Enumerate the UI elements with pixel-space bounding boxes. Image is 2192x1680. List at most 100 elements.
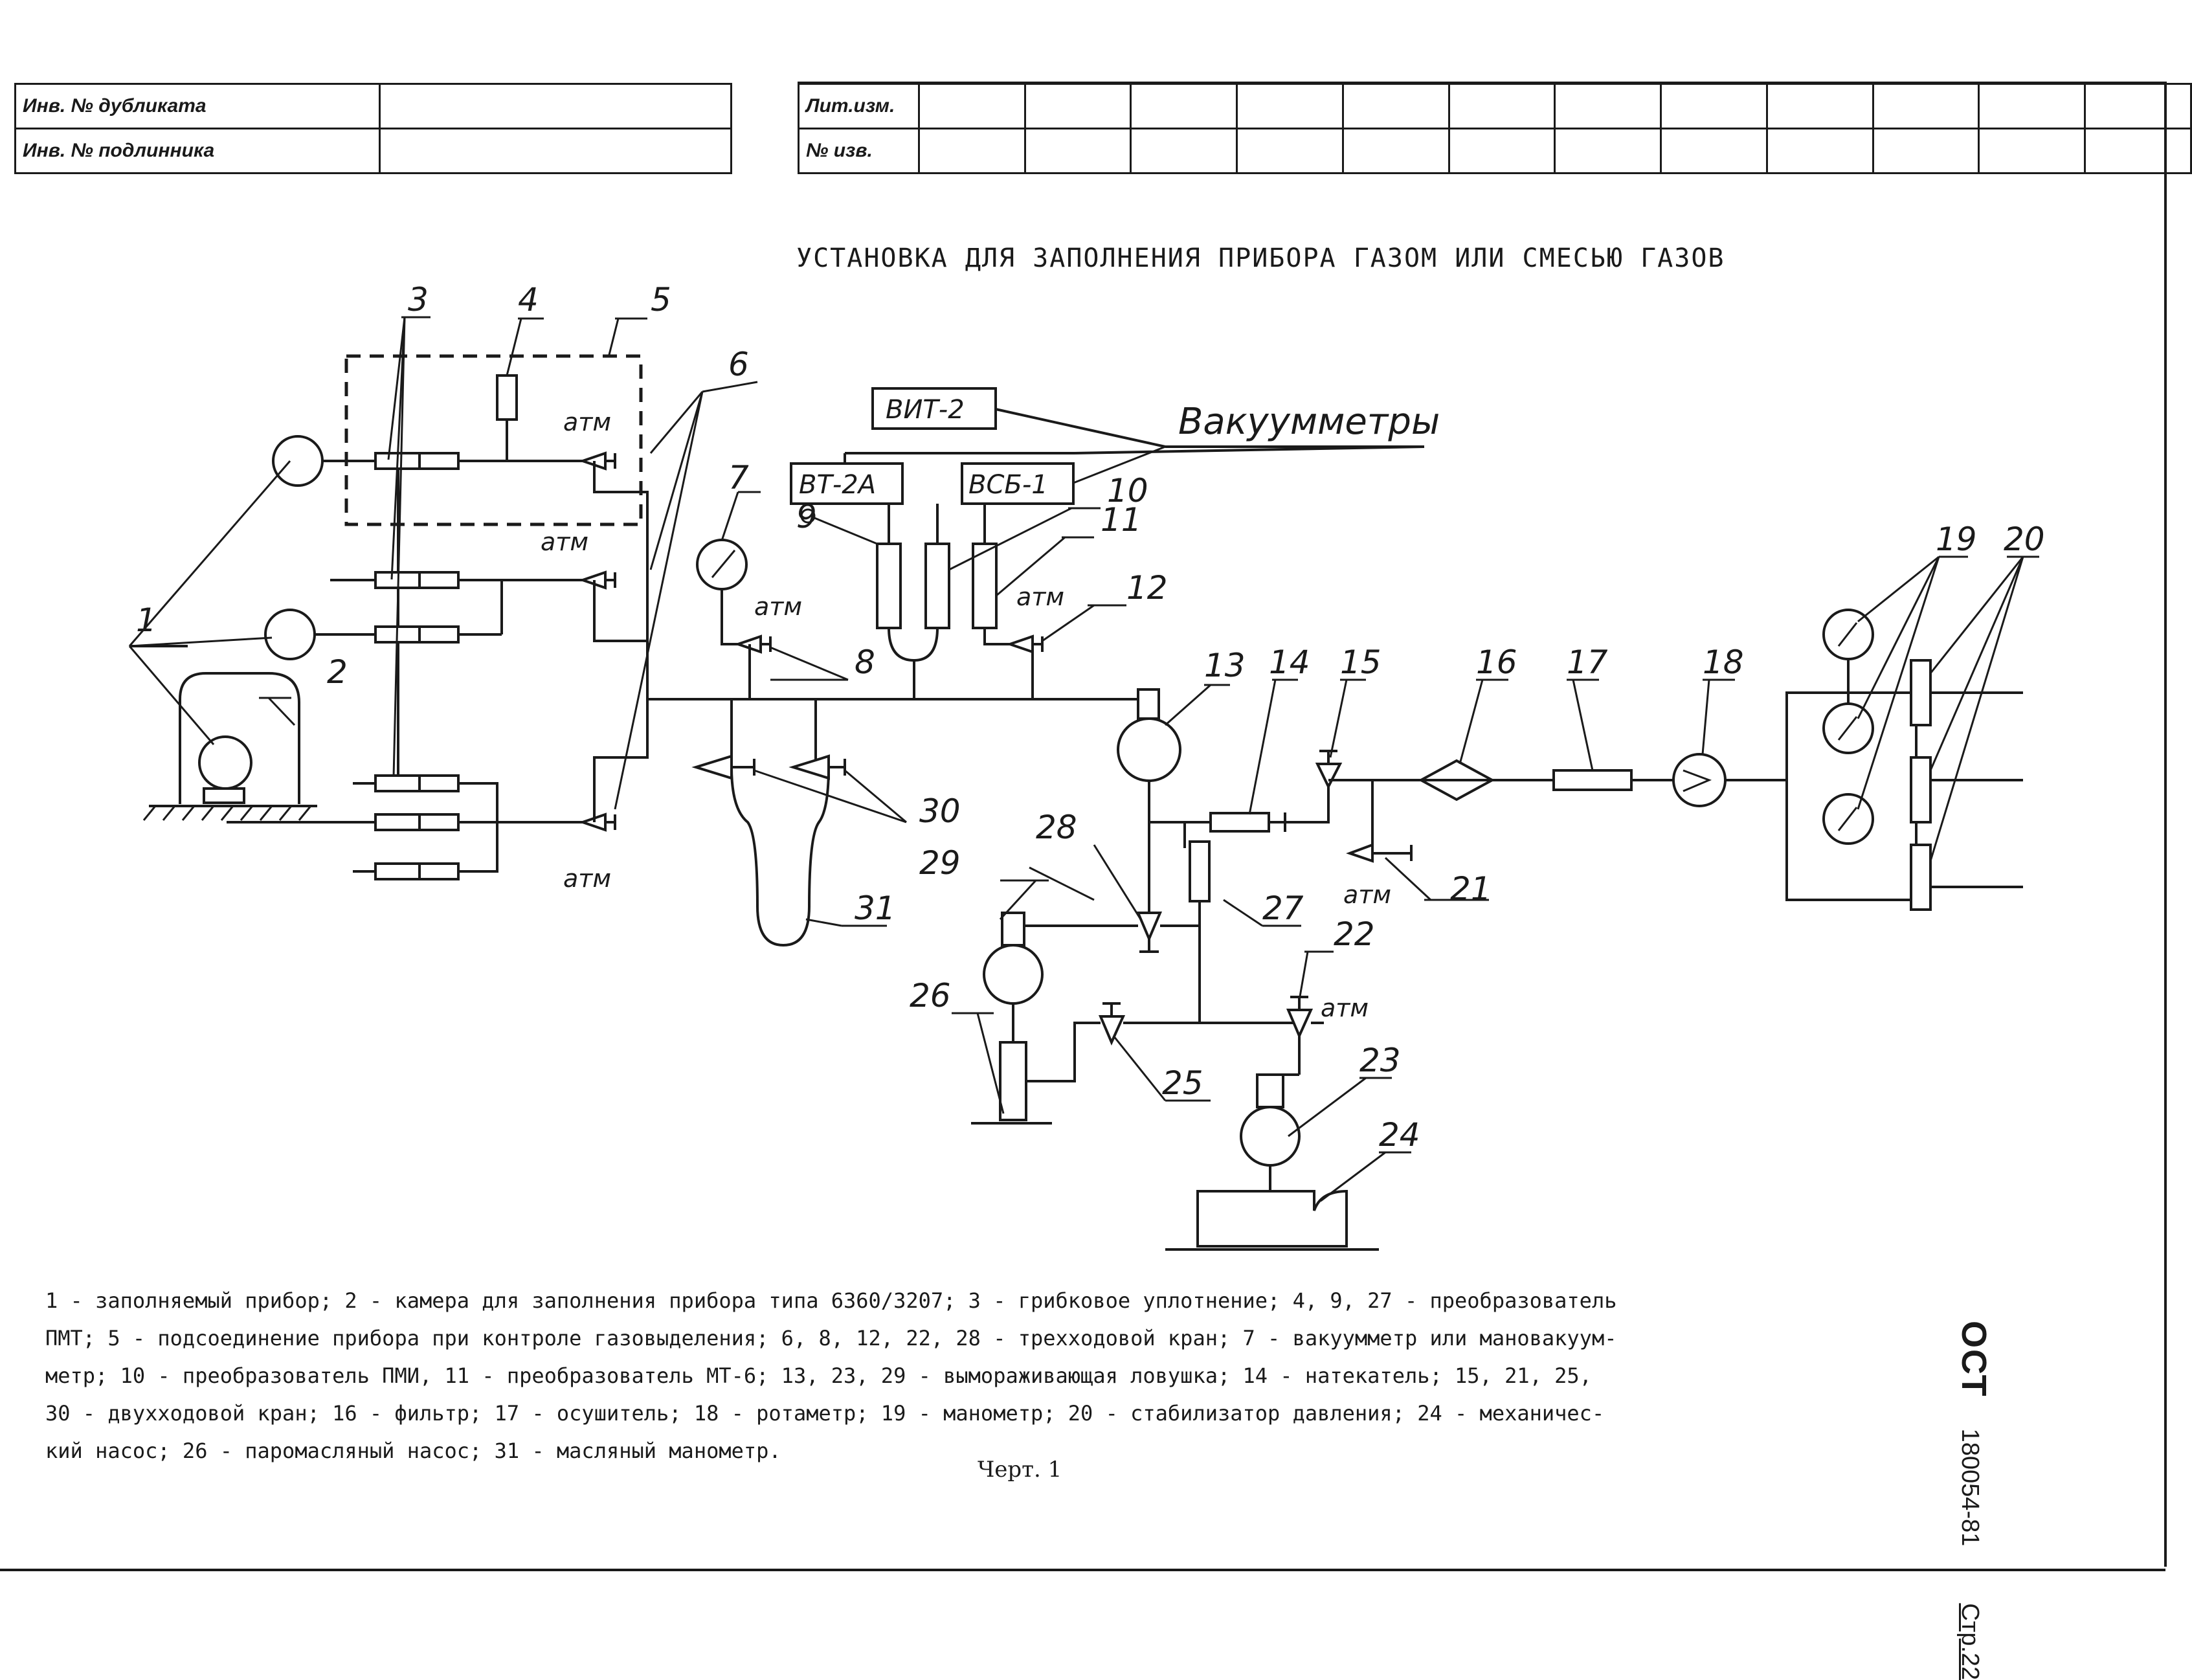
stamp-value (379, 83, 732, 129)
revision-stamp-right: Лит.изм. № изв. (798, 83, 2192, 174)
oil-manometer (730, 767, 830, 947)
drawing-sheet: { "stamp": { "left_rows": [ {"label": "И… (0, 82, 2192, 1680)
stamp-value (379, 128, 732, 174)
vit2-box (871, 387, 997, 430)
diffusion-pump-26 (999, 1041, 1027, 1121)
ref-1: 1 (136, 601, 157, 639)
stamp-cell (917, 83, 1026, 129)
stamp-cell (1236, 128, 1344, 174)
ref-5: 5 (651, 281, 671, 319)
stamp-cell (2084, 128, 2192, 174)
stamp-label: Инв. № дубликата (14, 83, 381, 129)
atm-label: атм (754, 592, 802, 621)
ref-27: 27 (1262, 890, 1304, 927)
stamp-cell (1448, 128, 1556, 174)
ref-30: 30 (919, 792, 961, 830)
filled-device-1 (272, 435, 324, 487)
ref-22: 22 (1334, 915, 1375, 953)
revision-stamp-left: Инв. № дубликата Инв. № подлинника (14, 83, 732, 174)
cold-trap-13 (1117, 717, 1181, 782)
two-way-valve-15 (1315, 763, 1343, 790)
filling-chamber (179, 672, 300, 804)
ref-13: 13 (1204, 647, 1246, 684)
ref-24: 24 (1379, 1116, 1420, 1154)
ref-18: 18 (1703, 644, 1744, 681)
gas-evolution-connection-outline (344, 354, 643, 526)
ref-20: 20 (2004, 521, 2045, 558)
sensor-10 (924, 543, 950, 629)
stamp-cell (1023, 83, 1132, 129)
stamp-cell (1765, 128, 1874, 174)
filled-device-2 (264, 609, 316, 660)
pressure-stabilizer-20b (1910, 756, 1932, 823)
stamp-cell (1341, 83, 1450, 129)
stamp-label: № изв. (798, 128, 920, 174)
vit2-label: ВИТ-2 (886, 395, 965, 425)
ref-31: 31 (855, 890, 896, 927)
ref-17: 17 (1567, 644, 1608, 681)
leak-valve-14 (1209, 812, 1270, 833)
vsb1-box (961, 462, 1075, 505)
atm-label: атм (1016, 583, 1064, 611)
ref-14: 14 (1269, 644, 1310, 681)
ref-3: 3 (408, 281, 429, 319)
ref-19: 19 (1936, 521, 1977, 558)
ref-10: 10 (1107, 472, 1148, 510)
rotameter-18 (1672, 753, 1727, 807)
side-stamp: ОСТ 180054-81Стр.22 (1954, 1321, 1994, 1680)
stamp-cell (1130, 128, 1238, 174)
mechanical-pump-24 (1196, 1189, 1348, 1248)
stamp-label: Лит.изм. (798, 83, 920, 129)
pressure-stabilizer-20a (1910, 659, 1932, 726)
stamp-cell (1978, 128, 2086, 174)
figure-caption: Черт. 1 (978, 1457, 1062, 1483)
legend-line: кий насос; 26 - паромасляный насос; 31 -… (45, 1439, 781, 1463)
ref-6: 6 (728, 346, 749, 383)
legend-line: 1 - заполняемый прибор; 2 - камера для з… (45, 1288, 1617, 1313)
ref-8: 8 (855, 644, 875, 681)
ref-15: 15 (1340, 644, 1381, 681)
stamp-cell (1554, 83, 1662, 129)
stamp-cell (1872, 83, 1980, 129)
filled-device-3 (198, 735, 252, 790)
atm-label: атм (563, 864, 611, 893)
page-number: Стр.22 (1956, 1603, 1984, 1680)
sheet-frame-right (798, 82, 2167, 1567)
ref-4: 4 (518, 281, 539, 319)
ref-29: 29 (919, 844, 961, 882)
two-way-valve-25 (1098, 1015, 1126, 1046)
ref-12: 12 (1126, 569, 1168, 607)
atm-label: атм (1321, 994, 1369, 1022)
stamp-cell (1554, 128, 1662, 174)
stamp-cell (1660, 128, 1768, 174)
ref-7: 7 (728, 459, 749, 497)
stamp-label: Инв. № подлинника (14, 128, 381, 174)
stamp-cell (1023, 128, 1132, 174)
ref-9: 9 (796, 498, 817, 535)
legend-line: метр; 10 - преобразователь ПМИ, 11 - пре… (45, 1363, 1592, 1388)
cold-trap-23 (1240, 1106, 1301, 1167)
legend: 1 - заполняемый прибор; 2 - камера для з… (45, 1282, 1987, 1470)
stamp-cell (1978, 83, 2086, 129)
stamp-cell (1448, 83, 1556, 129)
vsb1-label: ВСБ-1 (968, 470, 1048, 500)
three-way-valve-28 (1135, 912, 1163, 943)
ref-23: 23 (1359, 1042, 1401, 1079)
stamp-cell (1236, 83, 1344, 129)
stamp-cell (917, 128, 1026, 174)
vt2a-label: ВТ-2А (799, 470, 876, 500)
ref-21: 21 (1450, 870, 1492, 908)
dryer-17 (1552, 769, 1633, 791)
ref-26: 26 (910, 977, 951, 1014)
standard-code: ОСТ (1954, 1321, 1993, 1398)
gas-fill-schematic: Вакуумметры ВИТ-2 ВТ-2А ВСБ-1 атм атм ат… (0, 82, 2167, 1571)
ref-2: 2 (327, 653, 348, 691)
stamp-cell (1765, 83, 1874, 129)
ref-16: 16 (1476, 644, 1517, 681)
legend-line: 30 - двухходовой кран; 16 - фильтр; 17 -… (45, 1401, 1605, 1426)
stamp-cell (1130, 83, 1238, 129)
atm-label: атм (1343, 880, 1391, 909)
standard-number: 180054-81 (1956, 1428, 1984, 1547)
vacuum-gauges-label: Вакуумметры (1178, 401, 1440, 443)
vt2a-box (790, 462, 904, 505)
